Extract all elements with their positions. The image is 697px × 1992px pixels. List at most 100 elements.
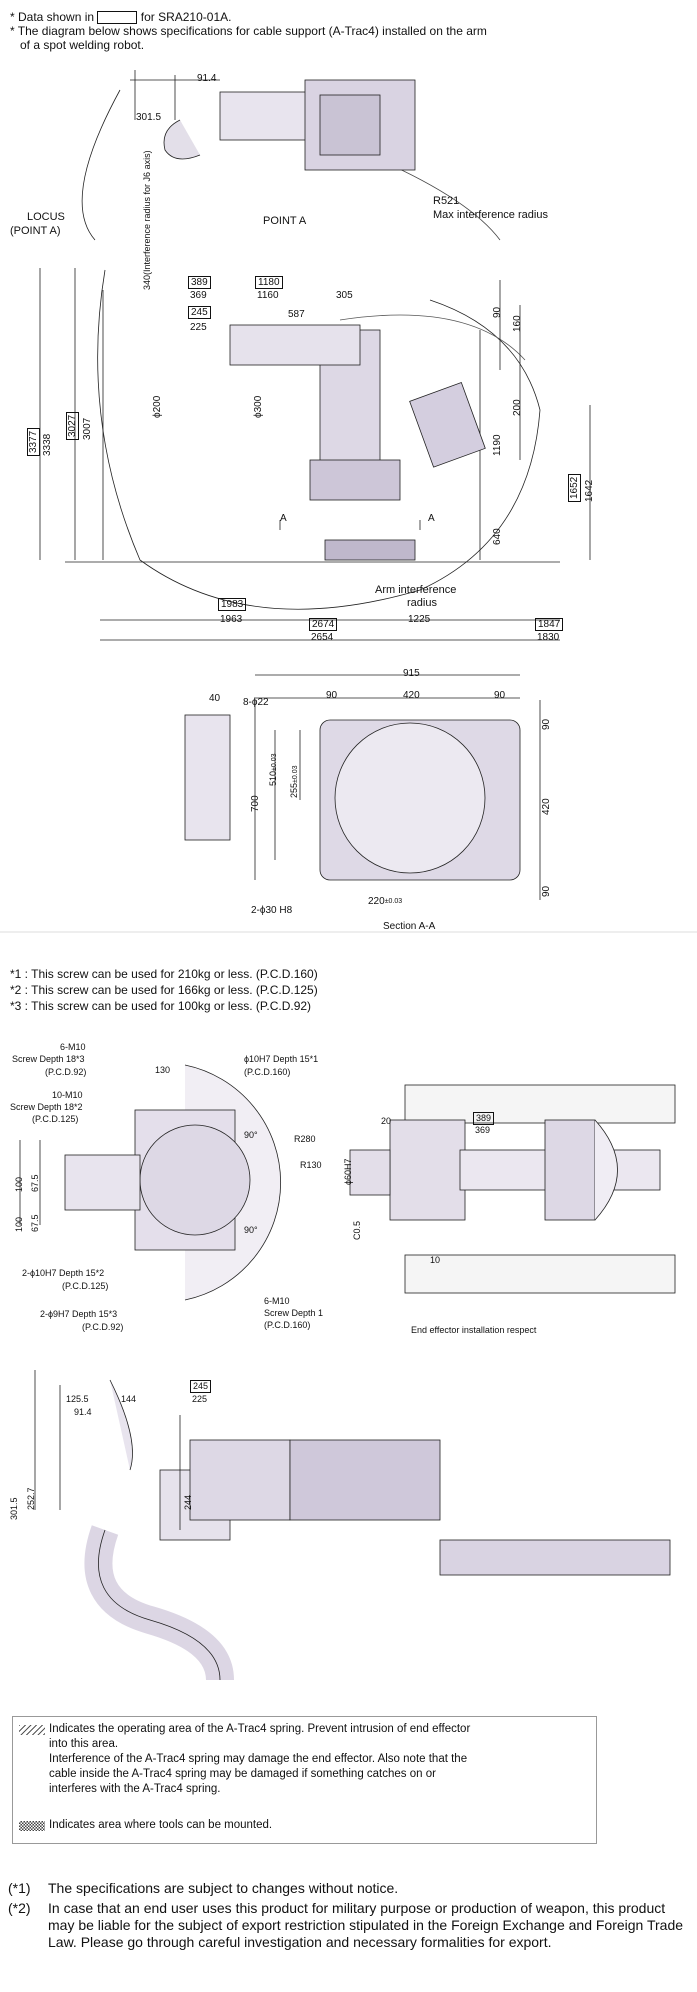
hatch-description: Indicates the operating area of the A-Tr… <box>49 1722 470 1797</box>
dim-369-flange: 369 <box>475 1125 491 1135</box>
screw-depth-1: Screw Depth 1 <box>264 1308 324 1318</box>
dim-252-7: 252.7 <box>26 1487 36 1510</box>
dim-144: 144 <box>121 1394 137 1404</box>
dim-225-lower: 225 <box>192 1394 208 1404</box>
screw-note: *2 : This screw can be used for 166kg or… <box>10 983 318 997</box>
note-suffix: for SRA210-01A. <box>140 10 232 24</box>
legend-box: Indicates the operating area of the A-Tr… <box>12 1716 597 1844</box>
dim-91-4: 91.4 <box>197 73 217 84</box>
interference-radius-label: 340(Interference radius for J6 axis) <box>142 150 152 290</box>
footnote-text: In case that an end user uses this produ… <box>48 1900 684 1950</box>
legend-line: Indicates the operating area of the A-Tr… <box>49 1723 471 1735</box>
dim-220-value: 220 <box>368 896 385 907</box>
dim-389: 389 <box>188 276 211 289</box>
angle-90-bottom: 90° <box>244 1225 258 1235</box>
legend-line: Interference of the A-Trac4 spring may d… <box>49 1753 468 1765</box>
dim-255: 255±0.03 <box>289 766 301 799</box>
dim-1160: 1160 <box>257 290 279 301</box>
dim-305: 305 <box>336 290 353 301</box>
dim-915: 915 <box>403 668 420 679</box>
pcd160-top: (P.C.D.160) <box>244 1067 291 1077</box>
dim-245-lower: 245 <box>190 1380 212 1393</box>
dim-220-tol: ±0.03 <box>384 898 403 905</box>
screw-depth-18-3: Screw Depth 18*3 <box>12 1054 85 1064</box>
footnotes: (*1) The specifications are subject to c… <box>8 1880 688 1954</box>
dim-90-side: 90 <box>492 306 503 318</box>
dim-1190: 1190 <box>492 434 503 456</box>
m10-10: 10-M10 <box>52 1090 83 1100</box>
pcd125-bottom: (P.C.D.125) <box>62 1281 109 1291</box>
note-prefix: * Data shown in <box>10 10 95 24</box>
dim-389-flange: 389 <box>473 1112 495 1125</box>
screw-note: *3 : This screw can be used for 100kg or… <box>10 999 312 1013</box>
dim-90-right-bottom: 90 <box>541 885 552 897</box>
dim-20: 20 <box>381 1116 392 1126</box>
data-shown-note: * Data shown in for SRA210-01A. <box>10 10 487 25</box>
locus-label: LOCUS <box>27 211 65 223</box>
legend-line: into this area. <box>49 1738 119 1750</box>
screw-depth-18-2: Screw Depth 18*2 <box>10 1102 83 1112</box>
dim-91-4-lower: 91.4 <box>74 1407 92 1417</box>
diagram-note-cont: of a spot welding robot. <box>20 38 145 53</box>
max-interference-label: Max interference radius <box>433 209 548 221</box>
dim-244: 244 <box>183 1494 193 1510</box>
m10-6-top: 6-M10 <box>60 1042 86 1052</box>
phi9-depth-15-3: 2-ϕ9H7 Depth 15*3 <box>40 1309 118 1319</box>
dim-200-side: 200 <box>512 399 523 416</box>
dim-3007: 3007 <box>82 417 93 440</box>
diagram-note: * The diagram below shows specifications… <box>10 24 487 39</box>
phi-300: ϕ300 <box>253 395 264 418</box>
header-notes: * Data shown in for SRA210-01A. * The di… <box>10 10 487 52</box>
robot-drawings <box>0 70 697 1682</box>
footnote-mark: (*1) <box>8 1880 31 1896</box>
r521-label: R521 <box>433 195 460 207</box>
c0-5: C0.5 <box>352 1220 362 1240</box>
dim-40: 40 <box>209 693 221 704</box>
dim-510: 510±0.03 <box>268 754 280 787</box>
dim-301-5-lower: 301.5 <box>9 1497 19 1520</box>
dim-301-5: 301.5 <box>136 112 162 123</box>
screw-note: *1 : This screw can be used for 210kg or… <box>10 967 318 981</box>
dim-90-top-left: 90 <box>326 690 338 701</box>
dim-2654: 2654 <box>311 632 334 643</box>
phi-200: ϕ200 <box>152 395 163 418</box>
dim-220: 220±0.03 <box>368 896 402 908</box>
hole-2-phi30: 2-ϕ30 H8 <box>251 905 293 916</box>
legend-line: interferes with the A-Trac4 spring. <box>49 1783 221 1795</box>
section-a-right: A <box>428 513 435 524</box>
dim-255-value: 255 <box>289 782 299 798</box>
footnote-mark: (*2) <box>8 1900 31 1916</box>
dim-3027: 3027 <box>66 411 79 440</box>
data-box-swatch <box>97 11 138 25</box>
phi10-depth-15-1: ϕ10H7 Depth 15*1 <box>244 1054 319 1064</box>
dim-1652: 1652 <box>568 473 581 502</box>
dim-67-5-bottom: 67.5 <box>30 1214 40 1232</box>
footnote-1: (*1) The specifications are subject to c… <box>8 1880 688 1897</box>
dim-100-bottom: 100 <box>14 1216 24 1232</box>
dim-700: 700 <box>250 795 261 812</box>
dim-1847: 1847 <box>535 618 564 631</box>
tool-area-description: Indicates area where tools can be mounte… <box>49 1819 273 1831</box>
hole-8-phi22: 8-ϕ22 <box>243 697 269 708</box>
angle-90-top: 90° <box>244 1130 258 1140</box>
dim-420-top: 420 <box>403 690 420 701</box>
screw-notes: *1 : This screw can be used for 210kg or… <box>10 966 318 1014</box>
dim-369: 369 <box>190 290 207 301</box>
dim-1180: 1180 <box>255 276 283 289</box>
section-a-left: A <box>280 513 287 524</box>
phi10-depth-15-2: 2-ϕ10H7 Depth 15*2 <box>22 1268 105 1278</box>
dim-640: 640 <box>492 528 503 545</box>
phi60h7: ϕ60H7 <box>343 1158 353 1185</box>
dim-67-5-top: 67.5 <box>30 1174 40 1192</box>
pcd125-top: (P.C.D.125) <box>32 1114 79 1124</box>
dim-125-5: 125.5 <box>66 1394 89 1404</box>
dim-2674: 2674 <box>309 618 338 631</box>
dim-90-top-right: 90 <box>494 690 506 701</box>
dim-1963: 1963 <box>220 614 243 625</box>
dim-225: 225 <box>190 322 207 333</box>
dim-90-right-top: 90 <box>541 718 552 730</box>
dim-1642: 1642 <box>584 479 595 502</box>
tool-area-swatch <box>19 1821 45 1831</box>
dim-1830: 1830 <box>537 632 560 643</box>
m10-6-bottom: 6-M10 <box>264 1296 290 1306</box>
